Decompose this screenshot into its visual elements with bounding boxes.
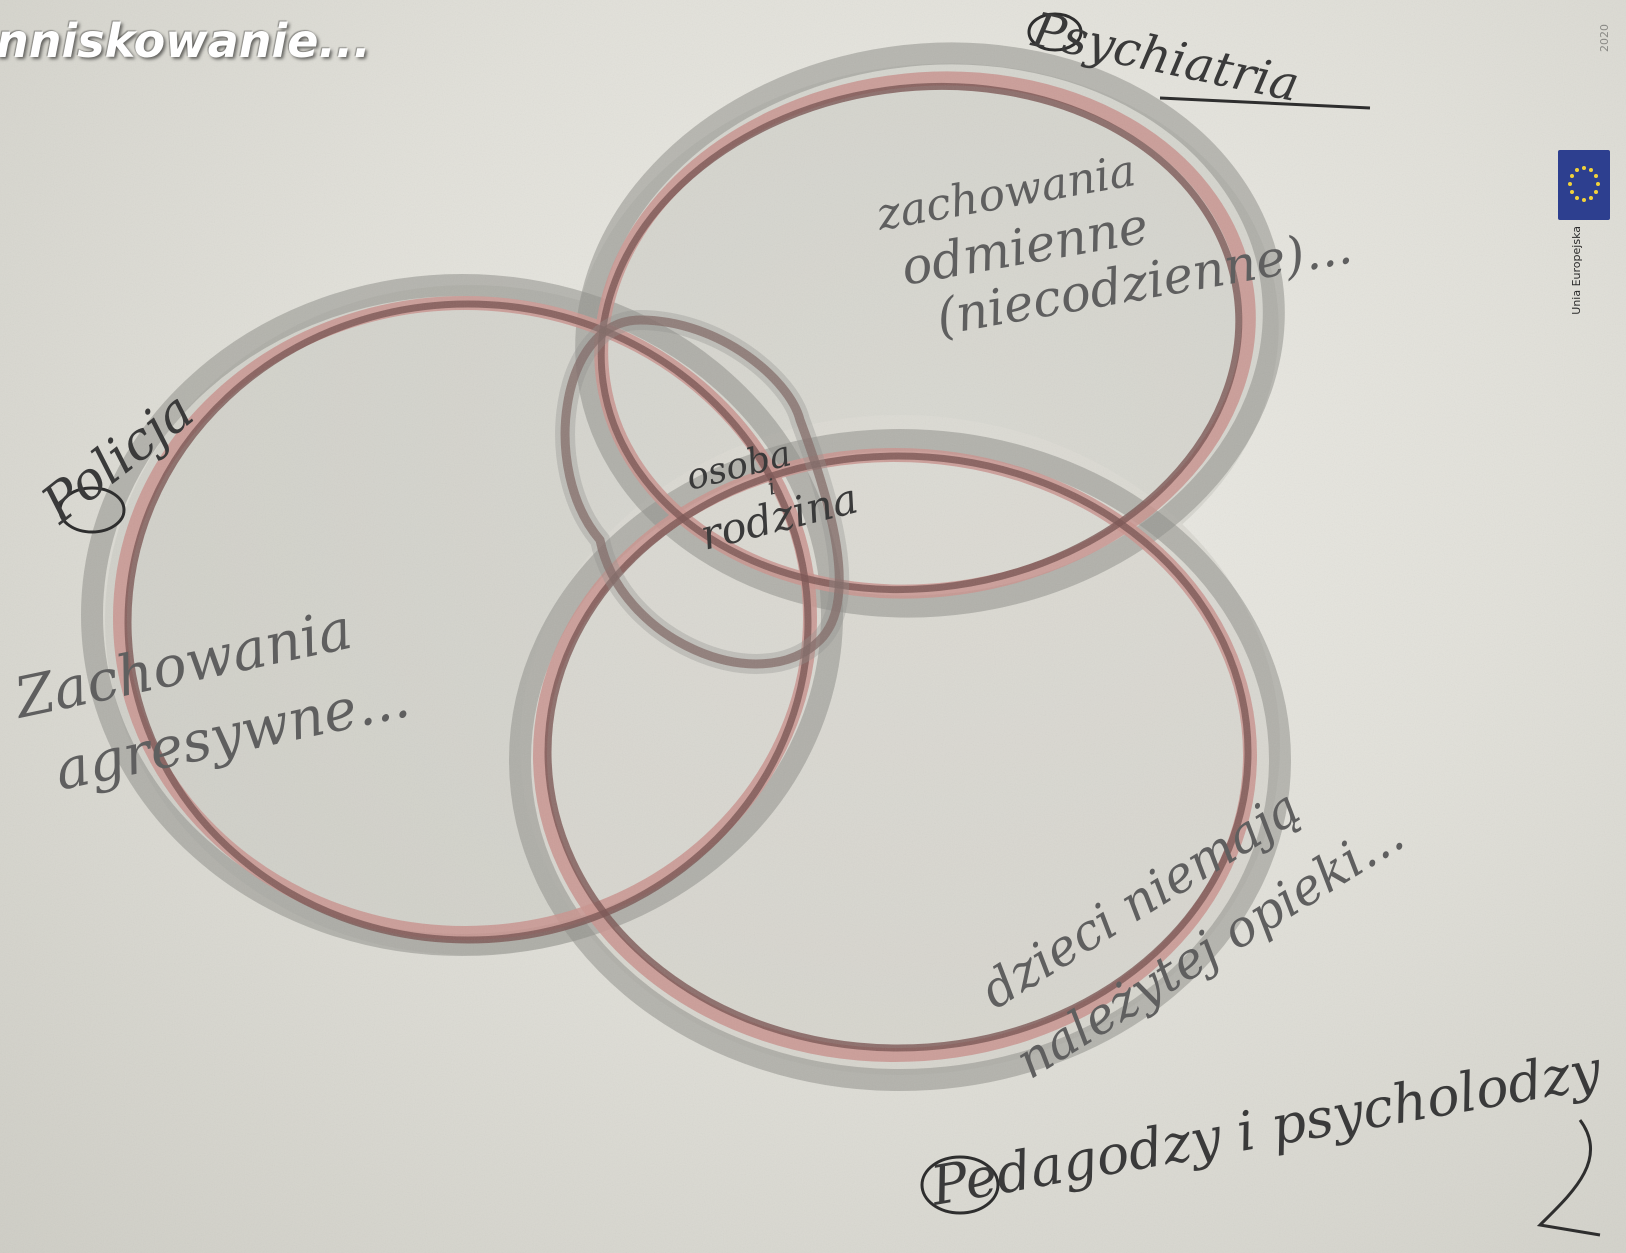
year-mark: 2020 (1598, 24, 1611, 52)
pedagodzy-letter-scribble (920, 1155, 1000, 1215)
psychiatria-underline (1159, 96, 1371, 110)
psychiatria-letter-scribble (1027, 12, 1083, 52)
eu-label: Unia Europejska (1570, 226, 1583, 315)
eu-stars-icon (1568, 166, 1600, 202)
eu-flag-icon (1558, 150, 1610, 220)
policja-letter-scribble (58, 486, 126, 534)
slide-title: nniskowanie... (0, 14, 371, 68)
eu-logo: Unia Europejska (1548, 146, 1626, 386)
pedagodzy-flourish (1536, 1119, 1601, 1237)
